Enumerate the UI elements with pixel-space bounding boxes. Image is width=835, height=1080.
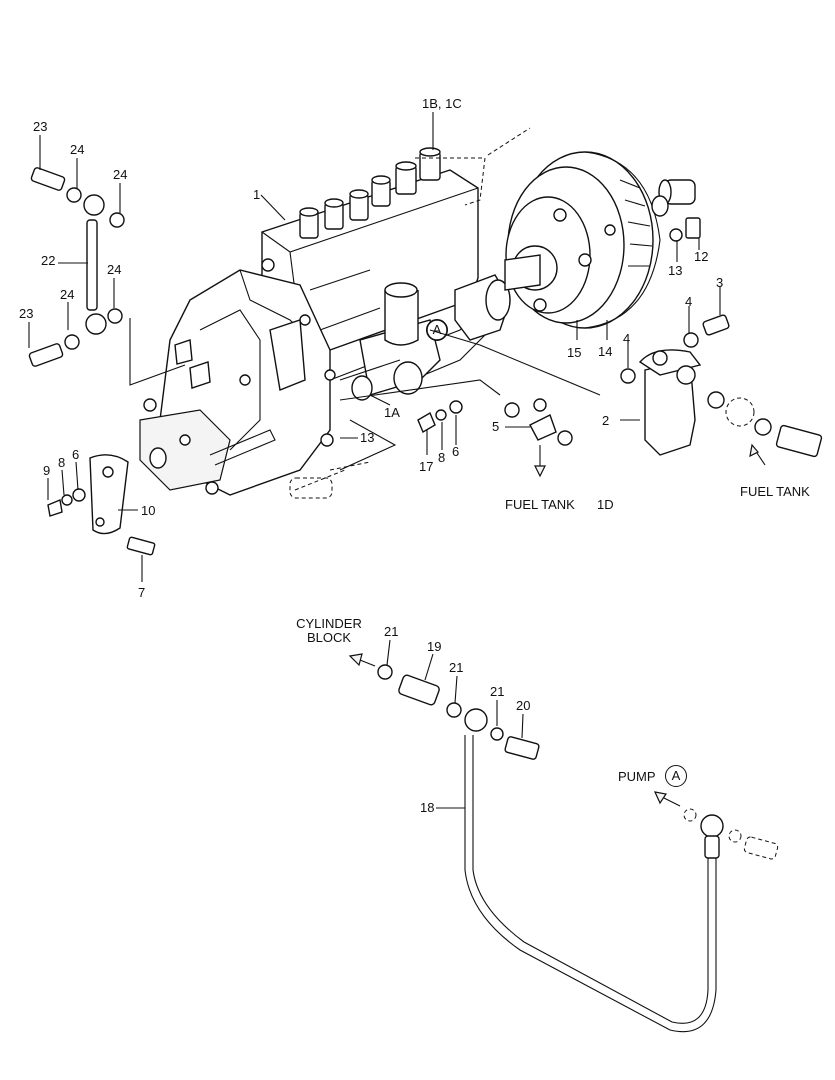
pump-label: PUMP	[618, 769, 656, 784]
callout-9: 9	[43, 463, 51, 478]
callout-1d: 1D	[597, 497, 614, 512]
drive-gear-assembly	[504, 151, 701, 329]
callout-24-c: 24	[107, 262, 122, 277]
callout-1a: 1A	[384, 405, 400, 420]
callout-14: 14	[598, 344, 613, 359]
callout-23-bottom: 23	[19, 306, 34, 321]
fuel-filter-assembly	[620, 314, 823, 466]
lower-fuel-pipe-assembly	[348, 653, 779, 1033]
callout-24-d: 24	[60, 287, 75, 302]
callout-3: 3	[716, 275, 724, 290]
callout-1: 1	[253, 187, 261, 202]
callout-13-right: 13	[668, 263, 683, 278]
callout-15: 15	[567, 345, 582, 360]
callout-2: 2	[602, 413, 610, 428]
callout-17: 17	[419, 459, 434, 474]
marker-a-upper: A	[426, 319, 448, 341]
callout-7: 7	[138, 585, 146, 600]
callout-4-a: 4	[685, 294, 693, 309]
callout-5: 5	[492, 419, 500, 434]
callout-12: 12	[694, 249, 709, 264]
callout-1b-1c: 1B, 1C	[422, 96, 462, 111]
callout-21-a: 21	[384, 624, 399, 639]
fuel-tank-label-left: FUEL TANK	[505, 497, 575, 512]
fuel-tank-label-right: FUEL TANK	[740, 484, 810, 499]
marker-a-lower: A	[665, 765, 687, 787]
bracket-assembly	[47, 398, 573, 556]
callout-6-left: 6	[72, 447, 80, 462]
callout-21-c: 21	[490, 684, 505, 699]
injection-pump-body	[139, 127, 531, 499]
callout-23-top: 23	[33, 119, 48, 134]
cylinder-block-label-line1: CYLINDER	[296, 616, 362, 631]
cylinder-block-label-line2: BLOCK	[306, 630, 352, 645]
leader-lines	[28, 112, 721, 809]
callout-19: 19	[427, 639, 442, 654]
callout-18: 18	[420, 800, 435, 815]
leak-off-pipe-assembly	[28, 167, 186, 386]
callout-13-left: 13	[360, 430, 375, 445]
callout-10: 10	[141, 503, 156, 518]
callout-8-left: 8	[58, 455, 66, 470]
callout-6-center: 6	[452, 444, 460, 459]
callout-24-b: 24	[113, 167, 128, 182]
callout-8-center: 8	[438, 450, 446, 465]
callout-22: 22	[41, 253, 56, 268]
cylinder-block-label: CYLINDER BLOCK	[293, 617, 365, 645]
callout-21-b: 21	[449, 660, 464, 675]
callout-20: 20	[516, 698, 531, 713]
callout-24-a: 24	[70, 142, 85, 157]
callout-4-b: 4	[623, 331, 631, 346]
